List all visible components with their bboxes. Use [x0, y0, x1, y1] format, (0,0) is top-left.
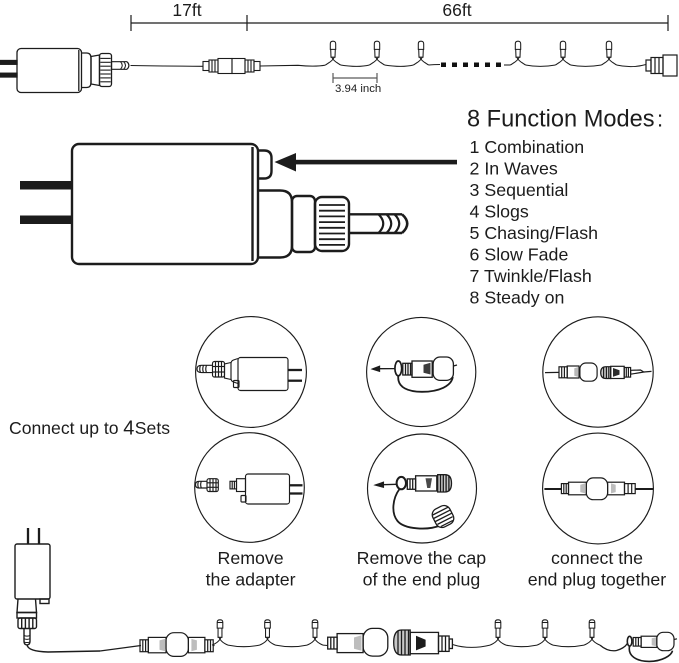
svg-text:of the end plug: of the end plug	[363, 569, 481, 589]
svg-text:Remove: Remove	[217, 548, 283, 568]
svg-text:the adapter: the adapter	[206, 569, 296, 589]
svg-text:3 Sequential: 3 Sequential	[470, 180, 569, 200]
svg-text:4: 4	[123, 418, 134, 440]
svg-text:Sets: Sets	[135, 418, 170, 438]
svg-text:17ft: 17ft	[172, 0, 201, 20]
svg-text:4 Slogs: 4 Slogs	[470, 202, 529, 222]
svg-text:Connect up to: Connect up to	[9, 418, 119, 438]
svg-text:66ft: 66ft	[442, 0, 471, 20]
svg-text:connect the: connect the	[551, 548, 643, 568]
svg-text:end plug together: end plug together	[528, 569, 666, 589]
svg-text:2 In Waves: 2 In Waves	[470, 159, 558, 179]
svg-text::: :	[657, 107, 663, 132]
svg-text:7 Twinkle/Flash: 7 Twinkle/Flash	[470, 266, 592, 286]
svg-text:5 Chasing/Flash: 5 Chasing/Flash	[470, 223, 599, 243]
svg-text:Remove the cap: Remove the cap	[357, 548, 487, 568]
svg-text:8 Function Modes: 8 Function Modes	[467, 107, 655, 133]
svg-text:3.94 inch: 3.94 inch	[335, 83, 381, 95]
svg-text:1 Combination: 1 Combination	[470, 137, 585, 157]
svg-text:8 Steady on: 8 Steady on	[470, 288, 565, 308]
svg-text:6 Slow Fade: 6 Slow Fade	[470, 245, 569, 265]
